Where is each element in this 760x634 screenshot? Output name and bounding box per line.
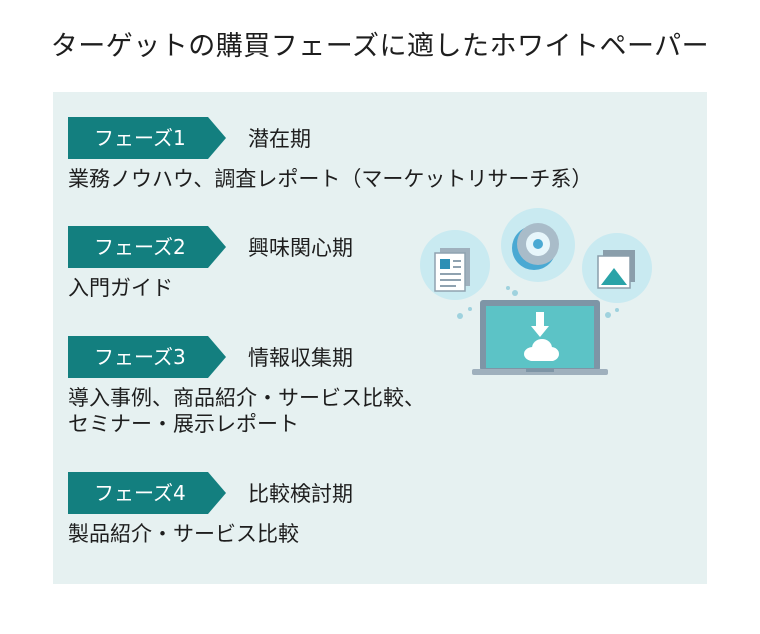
phase-2-description: 入門ガイド bbox=[68, 276, 173, 300]
phase-2-period: 興味関心期 bbox=[248, 236, 353, 260]
disc-icon bbox=[501, 208, 575, 282]
phase-1-description: 業務ノウハウ、調査レポート（マーケットリサーチ系） bbox=[68, 167, 593, 191]
phase-3-period: 情報収集期 bbox=[248, 346, 353, 370]
laptop-icon bbox=[472, 300, 608, 375]
document-icon bbox=[420, 230, 490, 300]
phase-2-badge: フェーズ2 bbox=[68, 226, 226, 268]
phase-3: フェーズ3 情報収集期 導入事例、商品紹介・サービス比較、 セミナー・展示レポー… bbox=[68, 336, 425, 437]
image-icon bbox=[582, 233, 652, 303]
download-illustration bbox=[420, 208, 652, 375]
phase-4-description: 製品紹介・サービス比較 bbox=[68, 522, 299, 546]
phase-3-badge: フェーズ3 bbox=[68, 336, 226, 378]
phase-4: フェーズ4 比較検討期 製品紹介・サービス比較 bbox=[68, 472, 353, 547]
phase-1: フェーズ1 潜在期 業務ノウハウ、調査レポート（マーケットリサーチ系） bbox=[68, 117, 592, 192]
phase-2: フェーズ2 興味関心期 入門ガイド bbox=[68, 226, 353, 301]
phase-3-description: 導入事例、商品紹介・サービス比較、 セミナー・展示レポート bbox=[68, 386, 425, 436]
phase-1-badge: フェーズ1 bbox=[68, 117, 226, 159]
phase-4-period: 比較検討期 bbox=[248, 482, 353, 506]
phase-4-badge: フェーズ4 bbox=[68, 472, 226, 514]
phase-1-period: 潜在期 bbox=[248, 127, 311, 151]
page-title: ターゲットの購買フェーズに適したホワイトペーパー bbox=[50, 31, 710, 62]
